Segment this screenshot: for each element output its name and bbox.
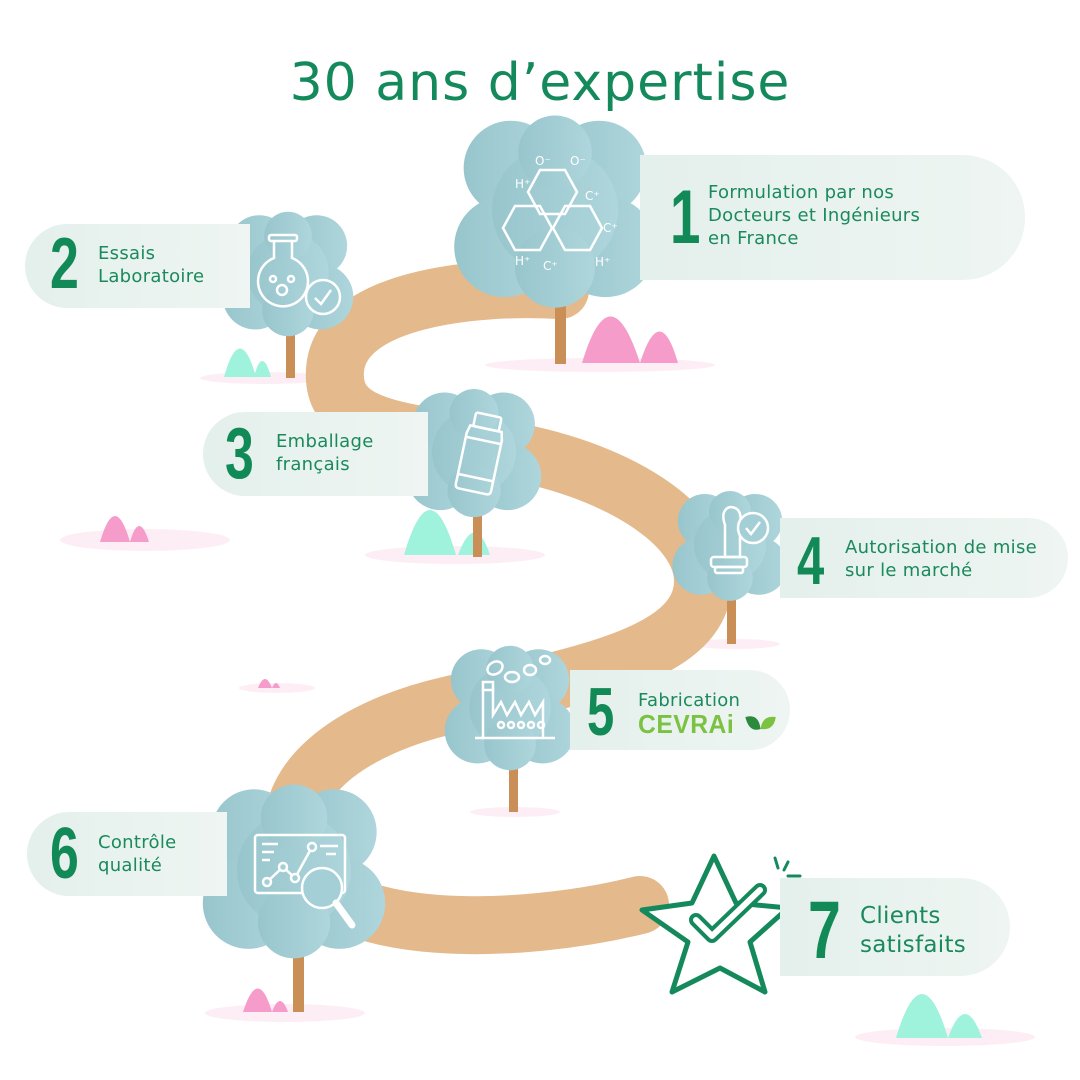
step-5-label: Fabrication xyxy=(638,690,741,711)
step-6-card xyxy=(27,812,227,896)
cevrai-logo: CEVRAi xyxy=(638,709,778,740)
svg-text:H⁺: H⁺ xyxy=(515,254,530,268)
step-7-number: 7 xyxy=(808,885,841,976)
step-2-number: 2 xyxy=(50,224,79,304)
mint-mounds-7 xyxy=(896,994,982,1038)
svg-text:H⁺: H⁺ xyxy=(515,177,530,191)
svg-text:C⁺: C⁺ xyxy=(543,259,558,273)
svg-text:C⁺: C⁺ xyxy=(585,189,600,203)
pink-mounds-6 xyxy=(243,988,288,1012)
flask-check-icon xyxy=(256,233,342,316)
step-7-label: Clients satisfaits xyxy=(860,903,967,958)
svg-text:H⁺: H⁺ xyxy=(595,255,610,269)
pink-mounds-3 xyxy=(100,516,149,542)
step-3-number: 3 xyxy=(225,414,254,494)
star-check-icon xyxy=(639,853,802,995)
svg-text:O⁻: O⁻ xyxy=(570,154,586,168)
step-1-label: Formulation par nos Docteurs et Ingénieu… xyxy=(708,182,921,249)
tree-trunks xyxy=(286,280,736,1012)
tree-1 xyxy=(454,115,656,308)
bottle-icon xyxy=(454,411,504,496)
leaf-logo-icon xyxy=(745,716,776,730)
step-3-label: Emballage français xyxy=(276,431,374,475)
molecule-icon: H⁺ O⁻ O⁻ C⁺ C⁺ H⁺ C⁺ H⁺ xyxy=(501,154,618,273)
step-2-card xyxy=(25,224,250,308)
step-3-card xyxy=(203,412,428,496)
step-1-card xyxy=(640,155,1025,280)
page-title: 30 ans d’expertise xyxy=(289,52,791,113)
chart-magnifier-icon xyxy=(253,833,356,929)
pink-mounds-1 xyxy=(582,316,678,363)
factory-leaves-icon xyxy=(475,654,555,740)
step-5-card xyxy=(570,670,790,750)
step-4-label: Autorisation de mise sur le marché xyxy=(845,537,1038,581)
step-4-number: 4 xyxy=(797,523,825,599)
tree-6 xyxy=(202,784,386,959)
pink-mounds-5 xyxy=(258,679,280,688)
step-1-number: 1 xyxy=(670,175,701,260)
step-5-number: 5 xyxy=(587,674,615,750)
step-2-label: Essais Laboratoire xyxy=(98,243,205,287)
stamp-check-icon xyxy=(709,505,770,575)
svg-text:C⁺: C⁺ xyxy=(603,221,618,235)
step-6-label: Contrôle qualité xyxy=(98,832,177,876)
svg-text:O⁻: O⁻ xyxy=(535,154,551,168)
step-6-number: 6 xyxy=(50,814,79,894)
step-7-card xyxy=(780,878,1010,976)
mint-mounds-2 xyxy=(224,348,271,377)
step-4-card xyxy=(780,518,1068,598)
